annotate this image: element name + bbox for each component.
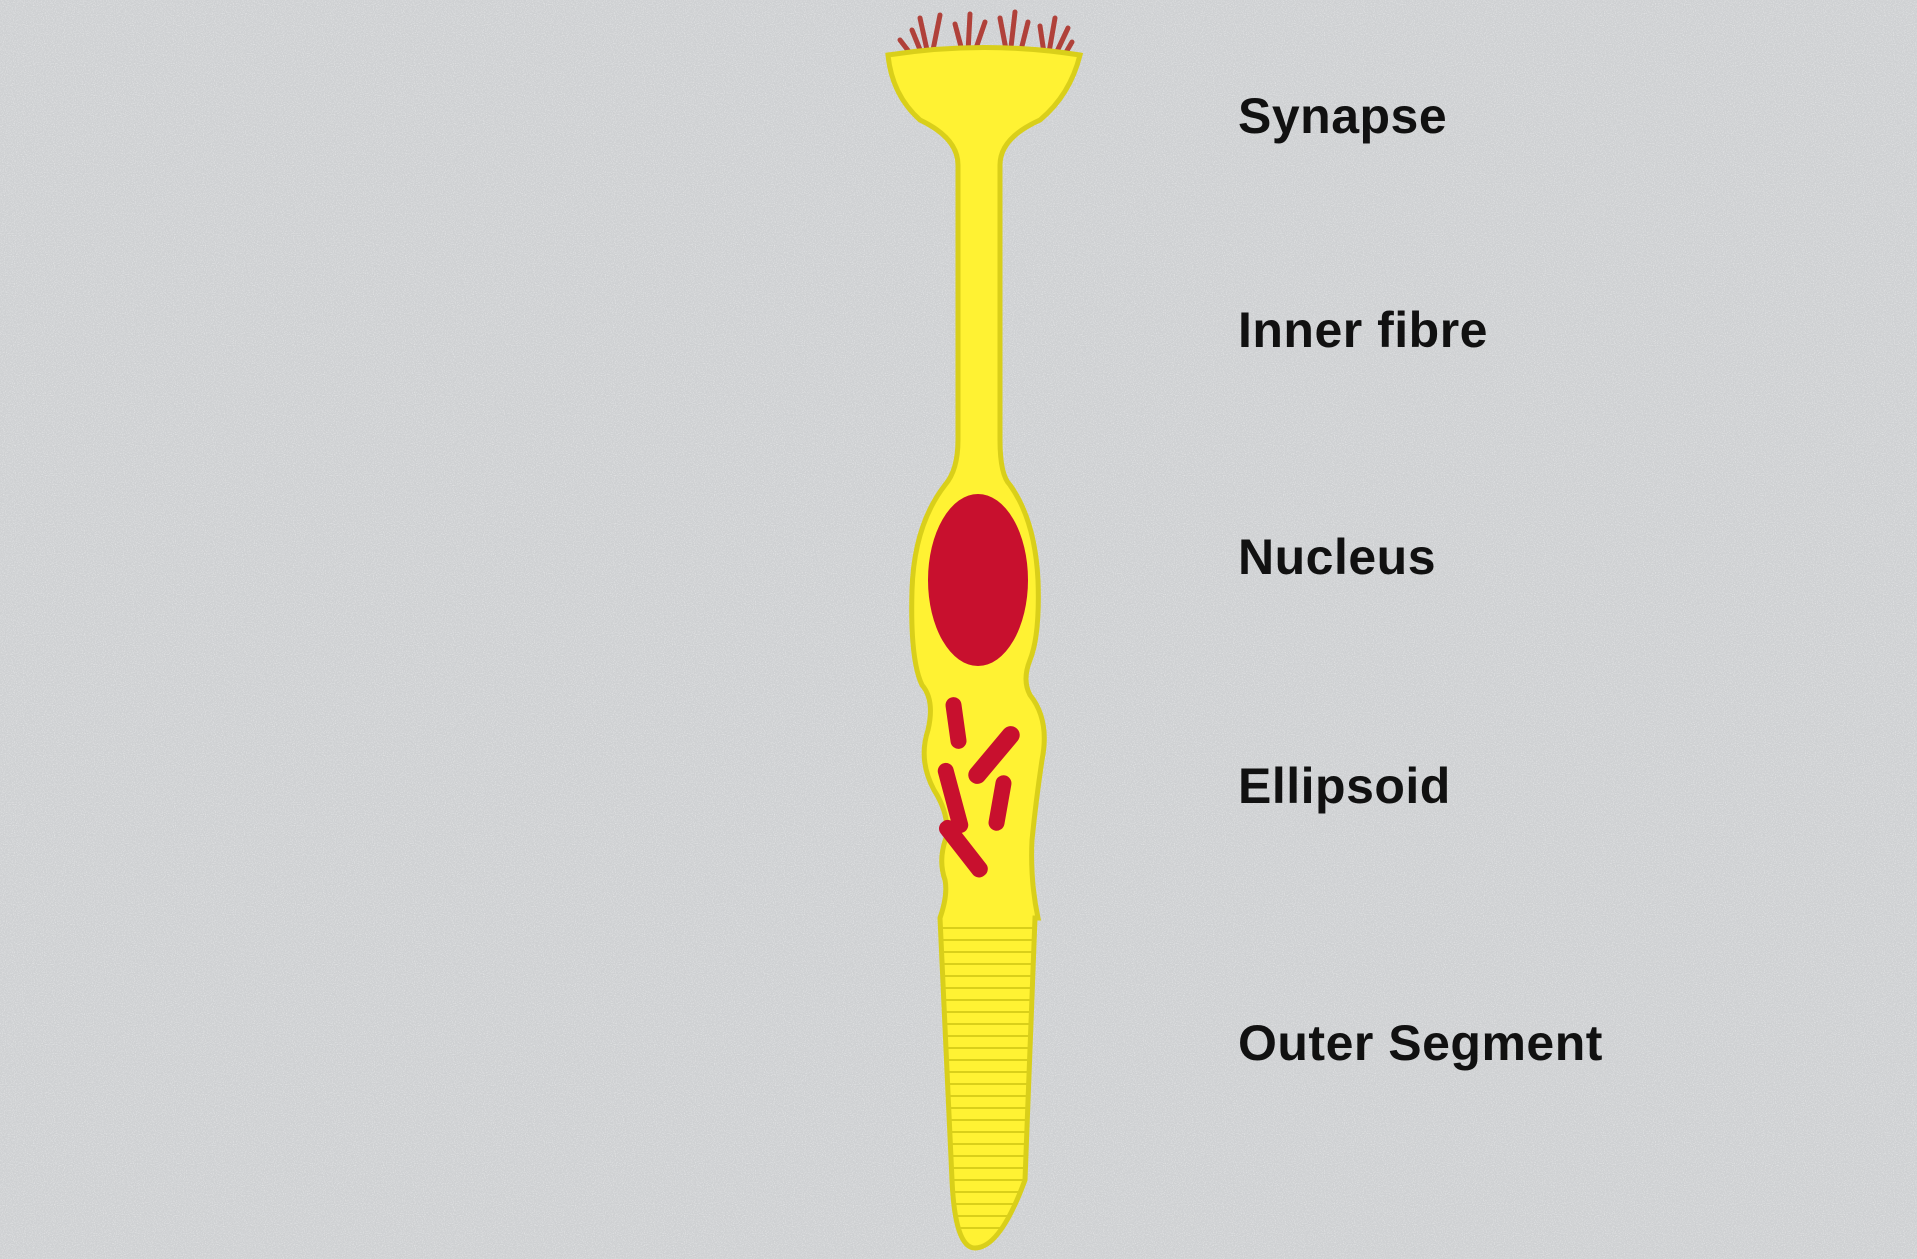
label-inner-fibre: Inner fibre: [1238, 300, 1488, 360]
label-synapse: Synapse: [1238, 86, 1447, 146]
label-ellipsoid: Ellipsoid: [1238, 756, 1451, 816]
label-outer-segment: Outer Segment: [1238, 1013, 1603, 1073]
label-nucleus: Nucleus: [1238, 527, 1436, 587]
nucleus: [928, 494, 1028, 666]
